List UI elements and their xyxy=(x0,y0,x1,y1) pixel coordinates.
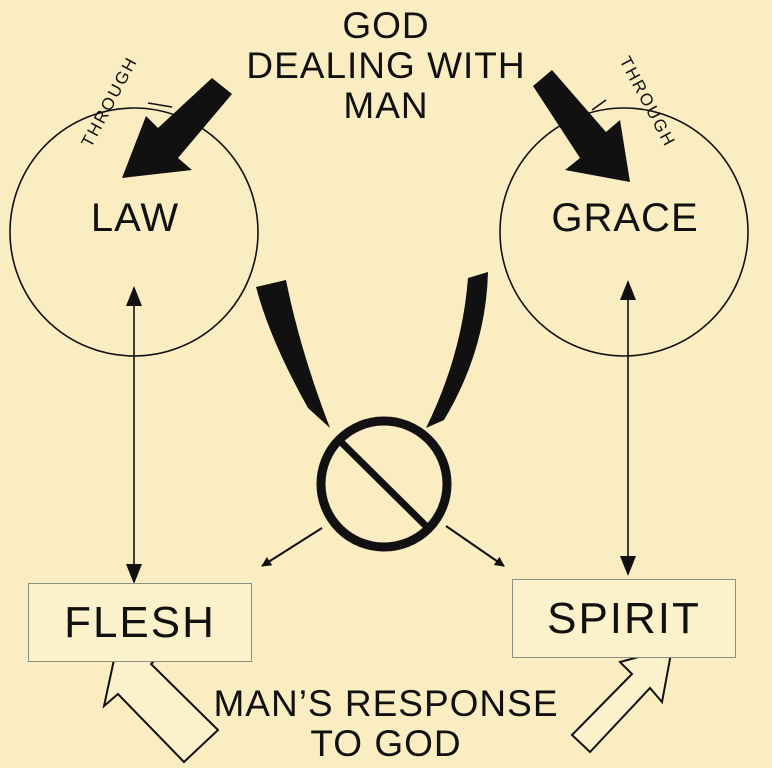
left-curved-stroke xyxy=(256,280,330,428)
law-through-tick xyxy=(147,102,173,108)
to-spirit-arrow xyxy=(445,525,505,567)
response-line-2: TO GOD xyxy=(310,723,462,764)
right-curved-stroke xyxy=(426,272,488,428)
god-to-grace-arrow-icon xyxy=(533,70,630,182)
response-line-1: MAN’S RESPONSE xyxy=(213,683,559,724)
grace-label: GRACE xyxy=(551,196,699,240)
god-to-law-arrow-icon xyxy=(122,78,232,178)
no-symbol-icon xyxy=(316,416,452,552)
title-line-1: GOD xyxy=(342,5,430,46)
title-line-3: MAN xyxy=(343,85,429,126)
to-flesh-arrow xyxy=(261,527,323,567)
flesh-box: FLESH xyxy=(28,583,252,662)
grace-through-tick xyxy=(591,99,607,111)
spirit-box: SPIRIT xyxy=(512,579,736,658)
law-label: LAW xyxy=(90,196,180,240)
title-line-2: DEALING WITH xyxy=(246,45,526,86)
right-hollow-arrow-icon xyxy=(570,646,674,754)
